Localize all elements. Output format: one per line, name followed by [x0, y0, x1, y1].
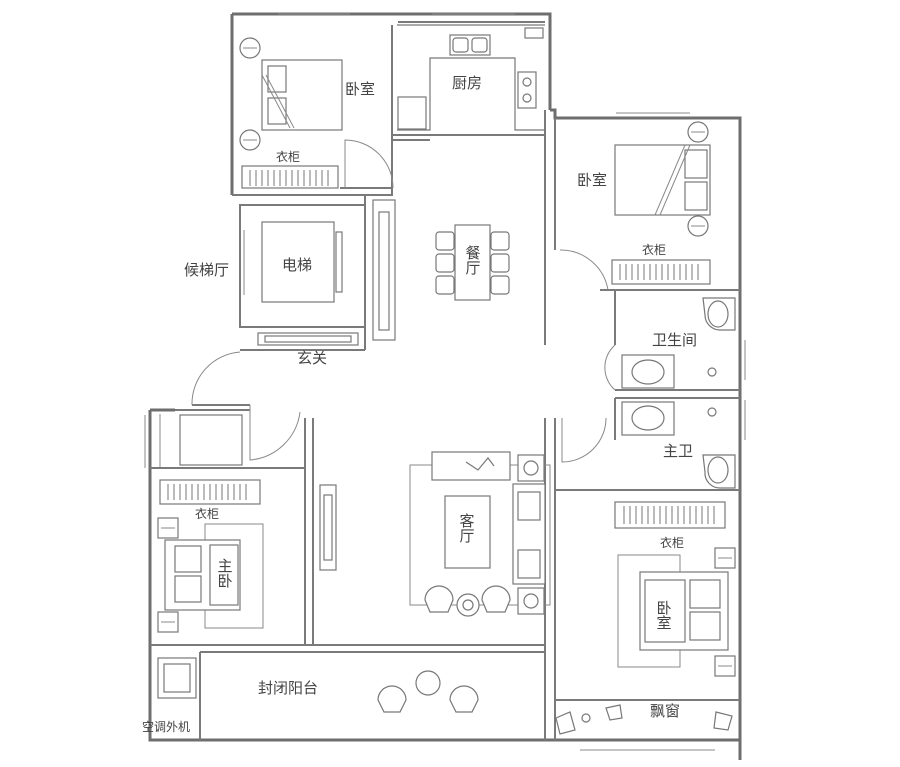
label-elevator-lobby: 候梯厅 [184, 262, 229, 279]
wardrobe-nw [241, 165, 339, 189]
bathroom-fixtures [621, 297, 736, 489]
label-wardrobe-nw: 衣柜 [276, 149, 300, 164]
bed-ne [614, 121, 711, 237]
doors [191, 139, 616, 463]
label-bay-window: 飘窗 [650, 702, 680, 720]
label-master-bath: 主卫 [663, 443, 693, 460]
label-kitchen: 厨房 [452, 75, 482, 92]
bed-nw [239, 37, 343, 151]
label-balcony: 封闭阳台 [258, 680, 318, 697]
label-elevator: 电梯 [282, 257, 312, 274]
label-living: 客厅 [458, 513, 475, 543]
label-ac-unit: 空调外机 [142, 720, 190, 734]
label-wardrobe-ne: 衣柜 [642, 242, 666, 257]
wardrobe-se [614, 501, 726, 529]
label-bathroom: 卫生间 [652, 332, 697, 349]
wardrobe-master [159, 479, 261, 505]
label-bedroom-ne: 卧室 [577, 172, 607, 189]
entrance-closet [179, 414, 243, 466]
bed-master [157, 517, 264, 633]
label-bedroom-se: 卧室 [655, 600, 672, 630]
interior-walls [150, 25, 740, 740]
label-master-bedroom: 主卧 [216, 558, 233, 588]
tv-cabinet [319, 484, 337, 571]
label-dining: 餐厅 [464, 245, 481, 275]
wardrobe-ne [611, 259, 711, 285]
elevator-car [261, 221, 343, 303]
living-sofa-set [409, 451, 551, 617]
bay-window-decor [555, 704, 733, 735]
bed-se [617, 547, 736, 677]
kitchen-counters [397, 21, 545, 131]
dining-table [435, 224, 510, 301]
label-bedroom-nw: 卧室 [345, 81, 375, 98]
balcony-furniture [157, 657, 479, 713]
label-wardrobe-se: 衣柜 [660, 535, 684, 550]
label-wardrobe-master: 衣柜 [195, 506, 219, 521]
label-entrance: 玄关 [297, 350, 327, 367]
